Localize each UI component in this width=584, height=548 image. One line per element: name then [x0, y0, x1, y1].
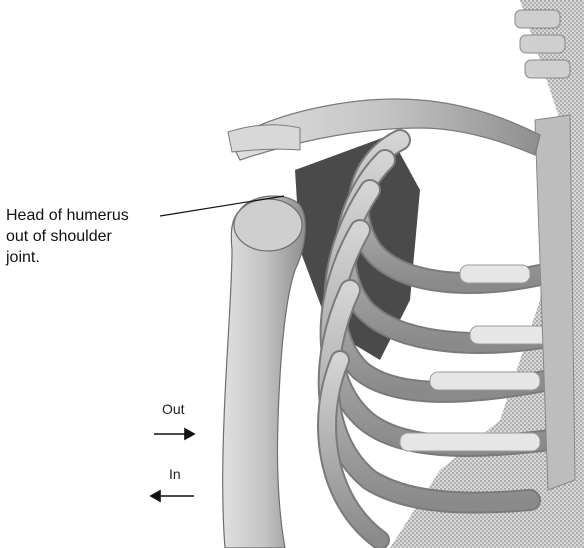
out-label: Out	[162, 401, 185, 417]
callout-line-1: Head of humerus	[6, 205, 176, 226]
humerus-head	[234, 199, 302, 251]
humerus-callout: Head of humerus out of shoulder joint.	[6, 205, 176, 268]
callout-line-3: joint.	[6, 247, 176, 268]
acromion	[228, 125, 300, 152]
out-arrow	[154, 429, 194, 439]
callout-line-2: out of shoulder	[6, 226, 176, 247]
in-arrow	[151, 491, 194, 501]
in-label: In	[169, 466, 181, 482]
